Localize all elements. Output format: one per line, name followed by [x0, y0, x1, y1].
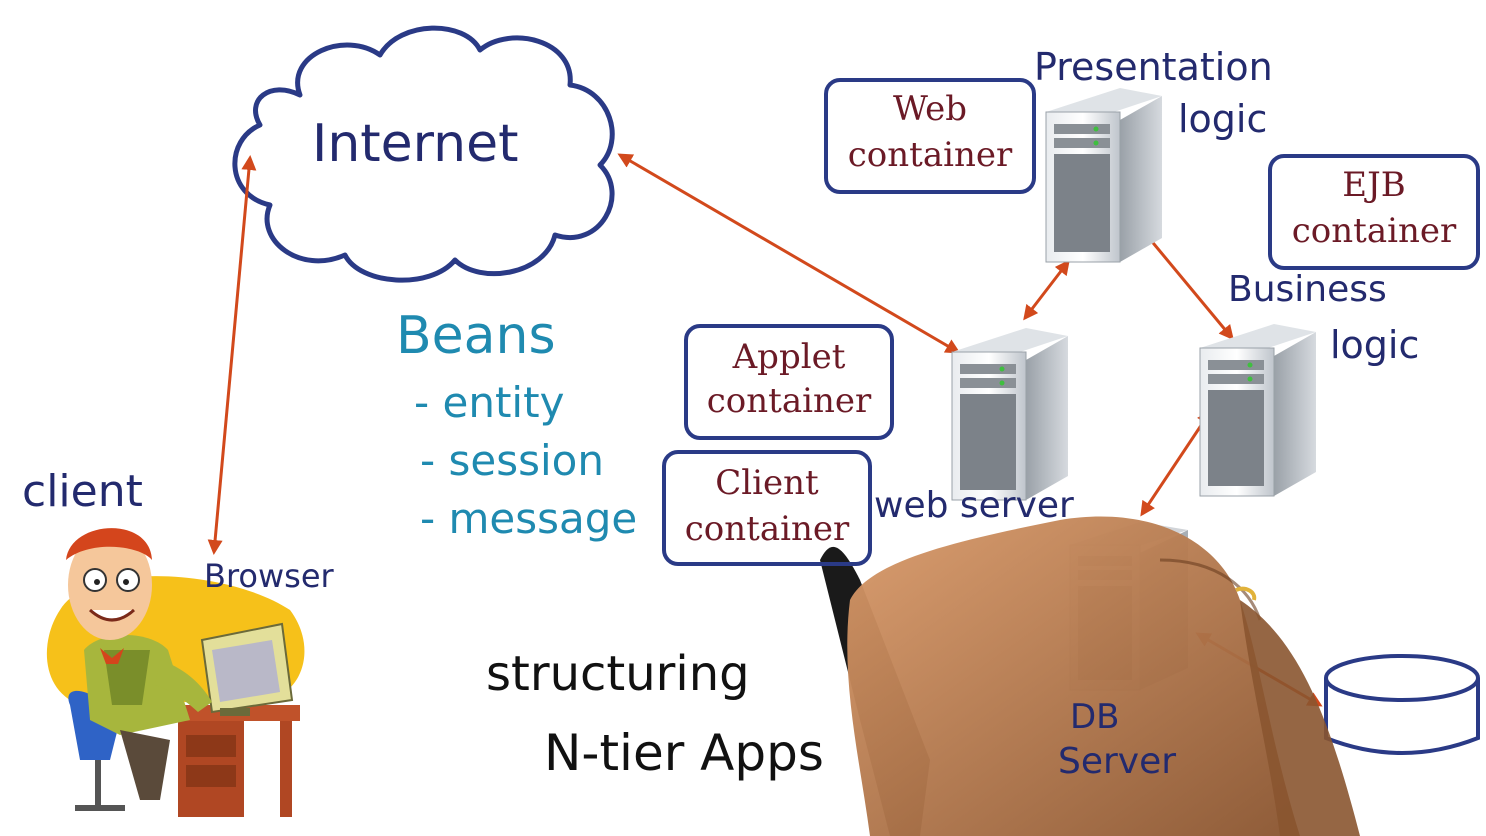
- business-logic-label-line2: logic: [1330, 323, 1420, 367]
- beans-heading: Beans: [396, 306, 556, 366]
- business-server-icon: [1199, 324, 1316, 497]
- web-container-line1: Web: [892, 89, 968, 129]
- applet-container-box: Applet container: [684, 324, 894, 440]
- ejb-container-box: EJB container: [1268, 154, 1480, 270]
- client-container-line2: container: [684, 509, 850, 549]
- database-cylinder-icon: [1324, 654, 1480, 755]
- client-person-illustration: [46, 528, 305, 817]
- db-server-label-line1: DB: [1070, 697, 1120, 737]
- ejb-container-line1: EJB: [1342, 165, 1406, 205]
- arrow-presentation-business: [1142, 229, 1234, 341]
- client-label: client: [22, 466, 143, 517]
- internet-label: Internet: [312, 114, 519, 174]
- beans-item-entity: - entity: [414, 378, 565, 427]
- web-container-box: Web container: [824, 78, 1036, 194]
- web-server-icon: [951, 328, 1068, 501]
- arrow-client-internet: [207, 155, 257, 555]
- client-container-box: Client container: [662, 450, 872, 566]
- applet-container-line1: Applet: [732, 337, 846, 377]
- beans-item-message: - message: [420, 494, 638, 543]
- business-logic-label-line1: Business: [1228, 269, 1387, 310]
- beans-item-session: - session: [420, 436, 604, 485]
- title-line1: structuring: [486, 646, 750, 702]
- arrow-webserver-presentation: [1023, 259, 1070, 321]
- arrow-business-db: [1140, 409, 1212, 517]
- applet-container-line2: container: [706, 381, 872, 421]
- internet-cloud: [232, 25, 615, 283]
- web-container-line2: container: [847, 135, 1013, 175]
- hand-with-marker-illustration: [820, 516, 1360, 836]
- web-server-label: web server: [874, 485, 1074, 526]
- presentation-logic-label-line1: Presentation: [1034, 45, 1273, 89]
- ejb-container-line2: container: [1291, 211, 1457, 251]
- presentation-server-icon: [1045, 88, 1162, 263]
- client-container-line1: Client: [715, 463, 819, 503]
- arrow-internet-webserver: [617, 153, 961, 354]
- db-server-label-line2: Server: [1058, 741, 1177, 782]
- title-line2: N-tier Apps: [544, 724, 824, 782]
- browser-label: Browser: [204, 557, 334, 595]
- presentation-logic-label-line2: logic: [1178, 97, 1268, 141]
